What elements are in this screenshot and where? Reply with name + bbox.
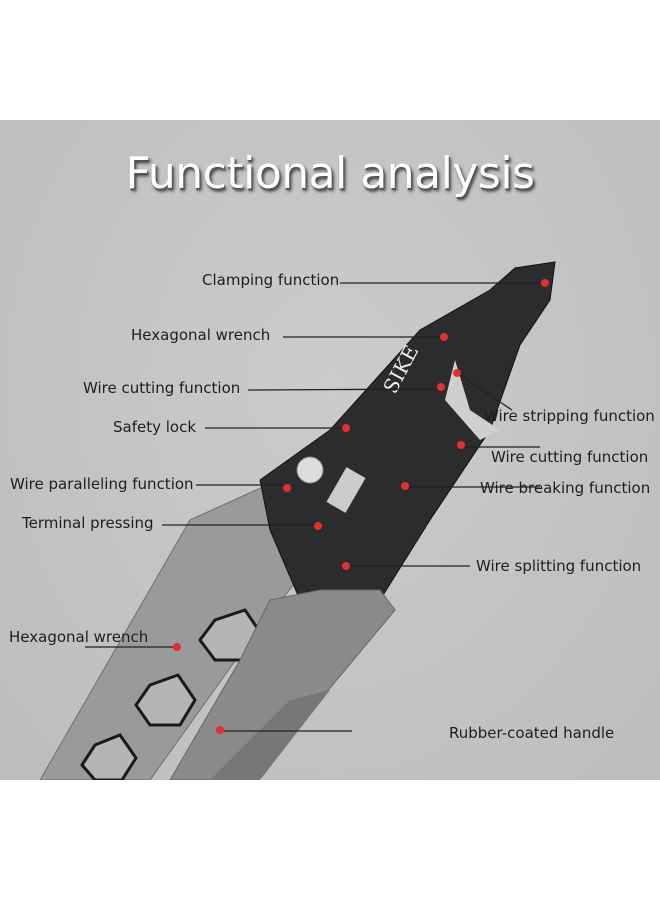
label-hex-wrench-lower: Hexagonal wrench [9, 628, 149, 646]
label-wire-breaking: Wire breaking function [480, 479, 651, 497]
label-safety-lock: Safety lock [113, 418, 197, 436]
pivot-bolt [296, 456, 324, 484]
spring [326, 467, 366, 513]
label-rubber-handle: Rubber-coated handle [449, 724, 615, 742]
label-clamping: Clamping function [202, 271, 340, 289]
label-wire-stripping: Wire stripping function [484, 407, 655, 425]
rubber-grip [210, 690, 330, 780]
label-wire-cutting-right: Wire cutting function [491, 448, 649, 466]
marker-dots [173, 279, 549, 734]
blade-notch [445, 360, 500, 440]
label-hex-wrench-upper: Hexagonal wrench [131, 326, 271, 344]
label-terminal-pressing: Terminal pressing [22, 514, 154, 532]
label-wire-splitting: Wire splitting function [476, 557, 642, 575]
label-wire-cutting-left: Wire cutting function [83, 379, 241, 397]
page-title: Functional analysis [125, 148, 535, 199]
leader-lines [85, 282, 545, 732]
label-wire-paralleling: Wire paralleling function [10, 475, 194, 493]
